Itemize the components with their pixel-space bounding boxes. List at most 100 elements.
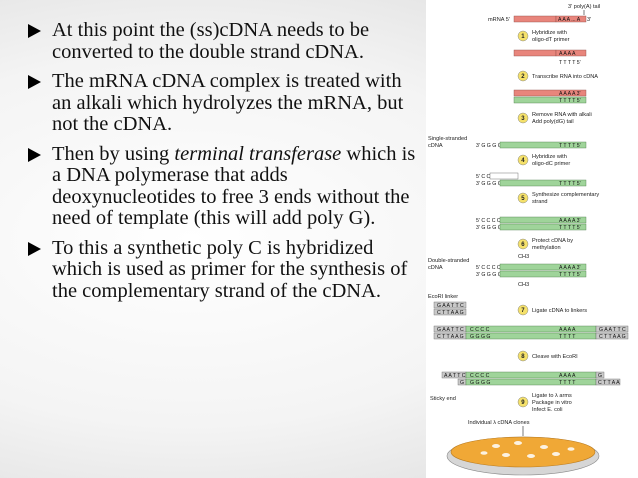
bullet-text: At this point the (ss)cDNA needs to be c… [52, 19, 370, 63]
step-9-label-3: Infect E. coli [532, 407, 562, 413]
bullet-list: At this point the (ss)cDNA needs to be c… [28, 19, 418, 310]
bullet-text: which is a DNA polymerase that adds deox… [52, 142, 416, 229]
seq-label: T T T T 5' [559, 272, 581, 278]
seq-label: T T T T 5' [559, 98, 581, 104]
step-4-marker [517, 154, 529, 166]
seq-label: C T T A A G [437, 334, 464, 340]
seq-label: G [460, 380, 464, 386]
bullet-item: The mRNA cDNA complex is treated with an… [28, 70, 418, 136]
step-6-marker [517, 238, 529, 250]
clone-plaques [480, 441, 575, 458]
seq-label: G [598, 373, 602, 379]
step-6-label-2: methylation [532, 245, 561, 251]
single-stranded-label-2: cDNA [428, 143, 443, 149]
linker [595, 378, 621, 386]
seq-label: 5' C C C C [476, 265, 501, 271]
bullet-item: To this a synthetic poly C is hybridized… [28, 236, 418, 303]
strand [513, 89, 587, 97]
seq-label: C C C C [470, 327, 490, 333]
seq-label: T T T T 5' [559, 60, 581, 66]
strand [499, 223, 587, 231]
double-stranded-label-2: cDNA [428, 265, 443, 271]
seq-label: C C C C [470, 373, 490, 379]
step-1-label-2: oligo-dT primer [532, 37, 570, 43]
seq-label: 3' G G G G [476, 181, 502, 187]
bullet-text: To this a synthetic poly C is hybridized… [52, 236, 408, 302]
poly-a-tail-label: 3' poly(A) tail [568, 4, 600, 10]
seq-label: G G G G [470, 380, 490, 386]
methyl-label: CH3 [518, 254, 529, 260]
seq-label: 3' G G G G [476, 143, 502, 149]
step-5-label: Synthesize complementary [532, 192, 599, 198]
seq-label: C T T A A [598, 380, 620, 386]
seq-label: T T T T 5' [559, 225, 581, 231]
step-7-number: 7 [521, 308, 525, 314]
mrna-label: mRNA 5' [488, 17, 510, 23]
seq-label: C T T A A G [437, 310, 464, 316]
step-2-label: Transcribe RNA into cDNA [532, 74, 598, 80]
step-5-number: 5 [521, 196, 525, 202]
seq-label: A A A A [559, 51, 576, 57]
linker [595, 332, 629, 340]
bullet-item: At this point the (ss)cDNA needs to be c… [28, 19, 418, 63]
seq-label: 5' C C C C [476, 174, 501, 180]
step-3-marker [517, 112, 529, 124]
step-7-marker [517, 304, 529, 316]
step-7-label: Ligate cDNA to linkers [532, 308, 587, 314]
strand [513, 96, 587, 104]
linker [595, 325, 629, 333]
step-8-label: Cleave with EcoRI [532, 354, 578, 360]
seq-label: T T T T 5' [559, 143, 581, 149]
seq-label: T T T T [559, 380, 576, 386]
seq-label: 3' G G G G [476, 272, 502, 278]
strand [555, 49, 587, 57]
cdna-synthesis-diagram: 3' poly(A) tail mRNA 5' A A A ... A 3' 1… [426, 0, 638, 478]
step-3-label: Remove RNA with alkali [532, 112, 592, 118]
step-8-number: 8 [521, 354, 525, 360]
seq-label: G A A T T C [437, 327, 464, 333]
seq-label: A A A A [559, 373, 576, 379]
bullet-arrow-icon [28, 241, 41, 256]
clones-label: Individual λ cDNA clones [468, 420, 530, 426]
step-2-number: 2 [521, 74, 525, 80]
double-stranded-label: Double-stranded [428, 258, 469, 264]
step-4-number: 4 [521, 158, 525, 164]
strand [513, 49, 557, 57]
seq-label: A A T T C [444, 373, 466, 379]
bullet-item: Then by using terminal transferase which… [28, 142, 418, 230]
step-9-label-2: Package in vitro [532, 400, 572, 406]
sticky-end-label: Sticky end [430, 396, 456, 402]
seq-label: G A A T T C [599, 327, 626, 333]
mrna-polya-seq: A A A ... A [558, 17, 581, 23]
step-1-number: 1 [521, 34, 525, 40]
linker [433, 308, 467, 316]
strand [489, 172, 519, 180]
step-6-number: 6 [521, 242, 525, 248]
step-3-number: 3 [521, 116, 525, 122]
seq-label: T T T T 5' [559, 181, 581, 187]
strand [499, 179, 587, 187]
seq-label: A A A A 3' [559, 218, 580, 224]
step-1-label: Hybridize with [532, 30, 567, 36]
linker [595, 371, 605, 379]
step-4-label-2: oligo-dC primer [532, 161, 570, 167]
strand [499, 141, 587, 149]
step-9-number: 9 [521, 400, 525, 406]
seq-label: A A A A [559, 327, 576, 333]
methyl-label: CH3 [518, 282, 529, 288]
bullet-arrow-icon [28, 147, 41, 162]
seq-label: C T T A A G [599, 334, 626, 340]
strand [499, 263, 587, 271]
seq-label: A A A A 3' [559, 91, 580, 97]
step-8-marker [517, 350, 529, 362]
step-3-label-2: Add poly(dG) tail [532, 119, 574, 125]
seq-label: 5' C C C C [476, 218, 501, 224]
linker [433, 301, 467, 309]
step-1-marker [517, 30, 529, 42]
mrna-3prime: 3' [587, 17, 591, 23]
step-9-label: Ligate to λ arms [532, 393, 572, 399]
step-4-label: Hybridize with [532, 154, 567, 160]
seq-label: G A A T T C [437, 303, 464, 309]
seq-label: T T T T [559, 334, 576, 340]
single-stranded-label: Single-stranded [428, 136, 467, 142]
